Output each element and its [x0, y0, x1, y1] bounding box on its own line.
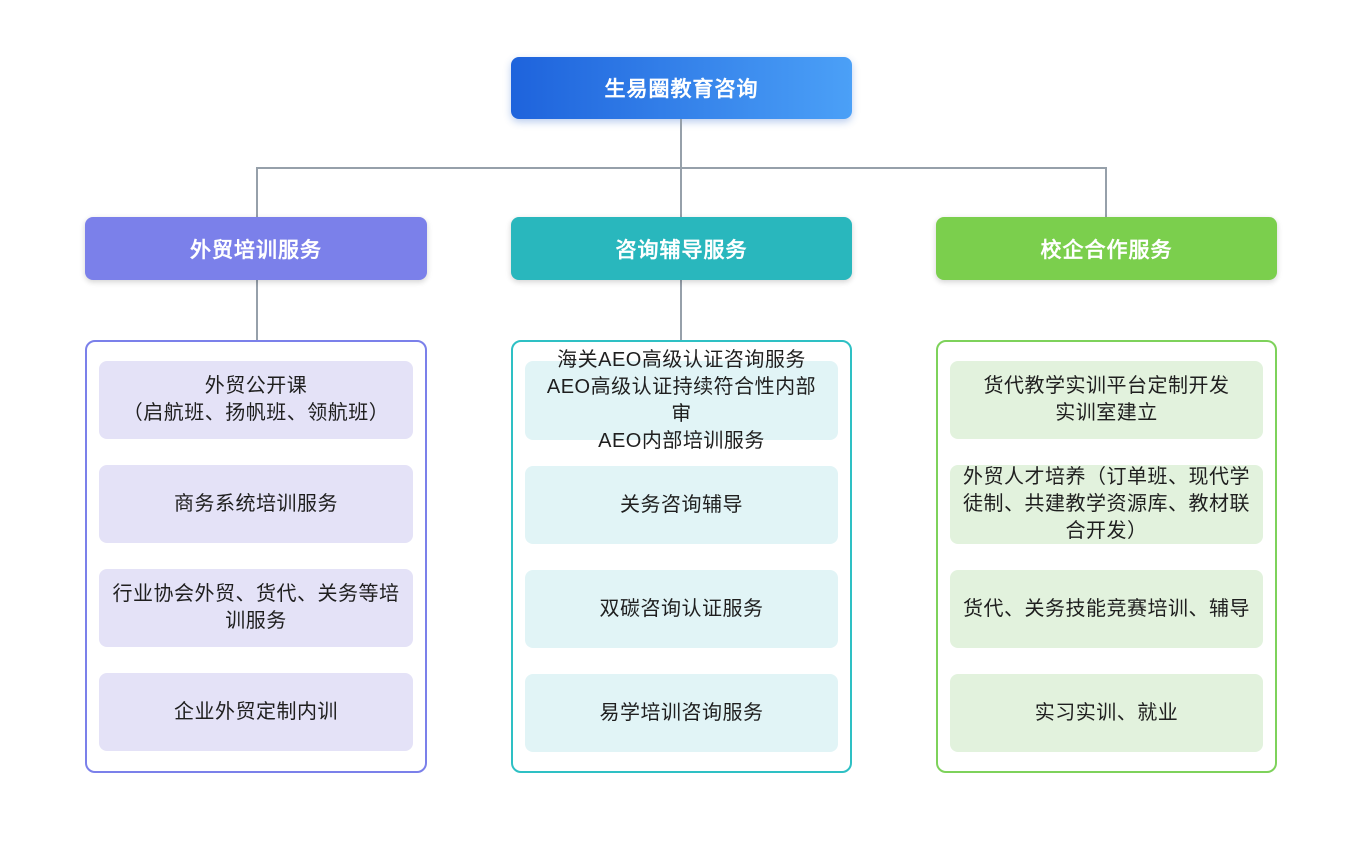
root-node-label: 生易圈教育咨询 [604, 78, 759, 101]
root-node: 生易圈教育咨询 [511, 57, 852, 119]
service-item: 关务咨询辅导 [525, 466, 838, 544]
service-item: 行业协会外贸、货代、关务等培训服务 [99, 569, 413, 647]
service-item: 海关AEO高级认证咨询服务 AEO高级认证持续符合性内部审 AEO内部培训服务 [525, 349, 838, 452]
service-item: 双碳咨询认证服务 [525, 570, 838, 648]
branch-header-label: 咨询辅导服务 [615, 238, 748, 262]
service-item: 易学培训咨询服务 [525, 674, 838, 752]
connector-root-stem [680, 119, 682, 168]
service-item: 外贸人才培养（订单班、现代学徒制、共建教学资源库、教材联合开发） [950, 465, 1263, 544]
branch-header-consulting: 咨询辅导服务 [511, 217, 852, 280]
service-item: 货代教学实训平台定制开发 实训室建立 [950, 361, 1263, 439]
branch-box-trade-training: 外贸公开课 （启航班、扬帆班、领航班） 商务系统培训服务 行业协会外贸、货代、关… [85, 340, 427, 773]
branch-box-consulting: 海关AEO高级认证咨询服务 AEO高级认证持续符合性内部审 AEO内部培训服务 … [511, 340, 852, 773]
branch-box-school-enterprise: 货代教学实训平台定制开发 实训室建立 外贸人才培养（订单班、现代学徒制、共建教学… [936, 340, 1277, 773]
connector-drop-middle [680, 167, 682, 217]
branch-header-label: 校企合作服务 [1040, 238, 1173, 262]
service-item: 货代、关务技能竞赛培训、辅导 [950, 570, 1263, 648]
service-item: 企业外贸定制内训 [99, 673, 413, 751]
branch-header-school-enterprise: 校企合作服务 [936, 217, 1277, 280]
connector-drop-left [256, 167, 258, 217]
service-item: 实习实训、就业 [950, 674, 1263, 752]
branch-header-trade-training: 外贸培训服务 [85, 217, 427, 280]
service-item: 商务系统培训服务 [99, 465, 413, 543]
connector-stem-branch-1 [256, 280, 258, 340]
service-item: 外贸公开课 （启航班、扬帆班、领航班） [99, 361, 413, 439]
connector-stem-branch-2 [680, 280, 682, 340]
connector-drop-right [1105, 167, 1107, 217]
branch-header-label: 外贸培训服务 [190, 238, 322, 262]
